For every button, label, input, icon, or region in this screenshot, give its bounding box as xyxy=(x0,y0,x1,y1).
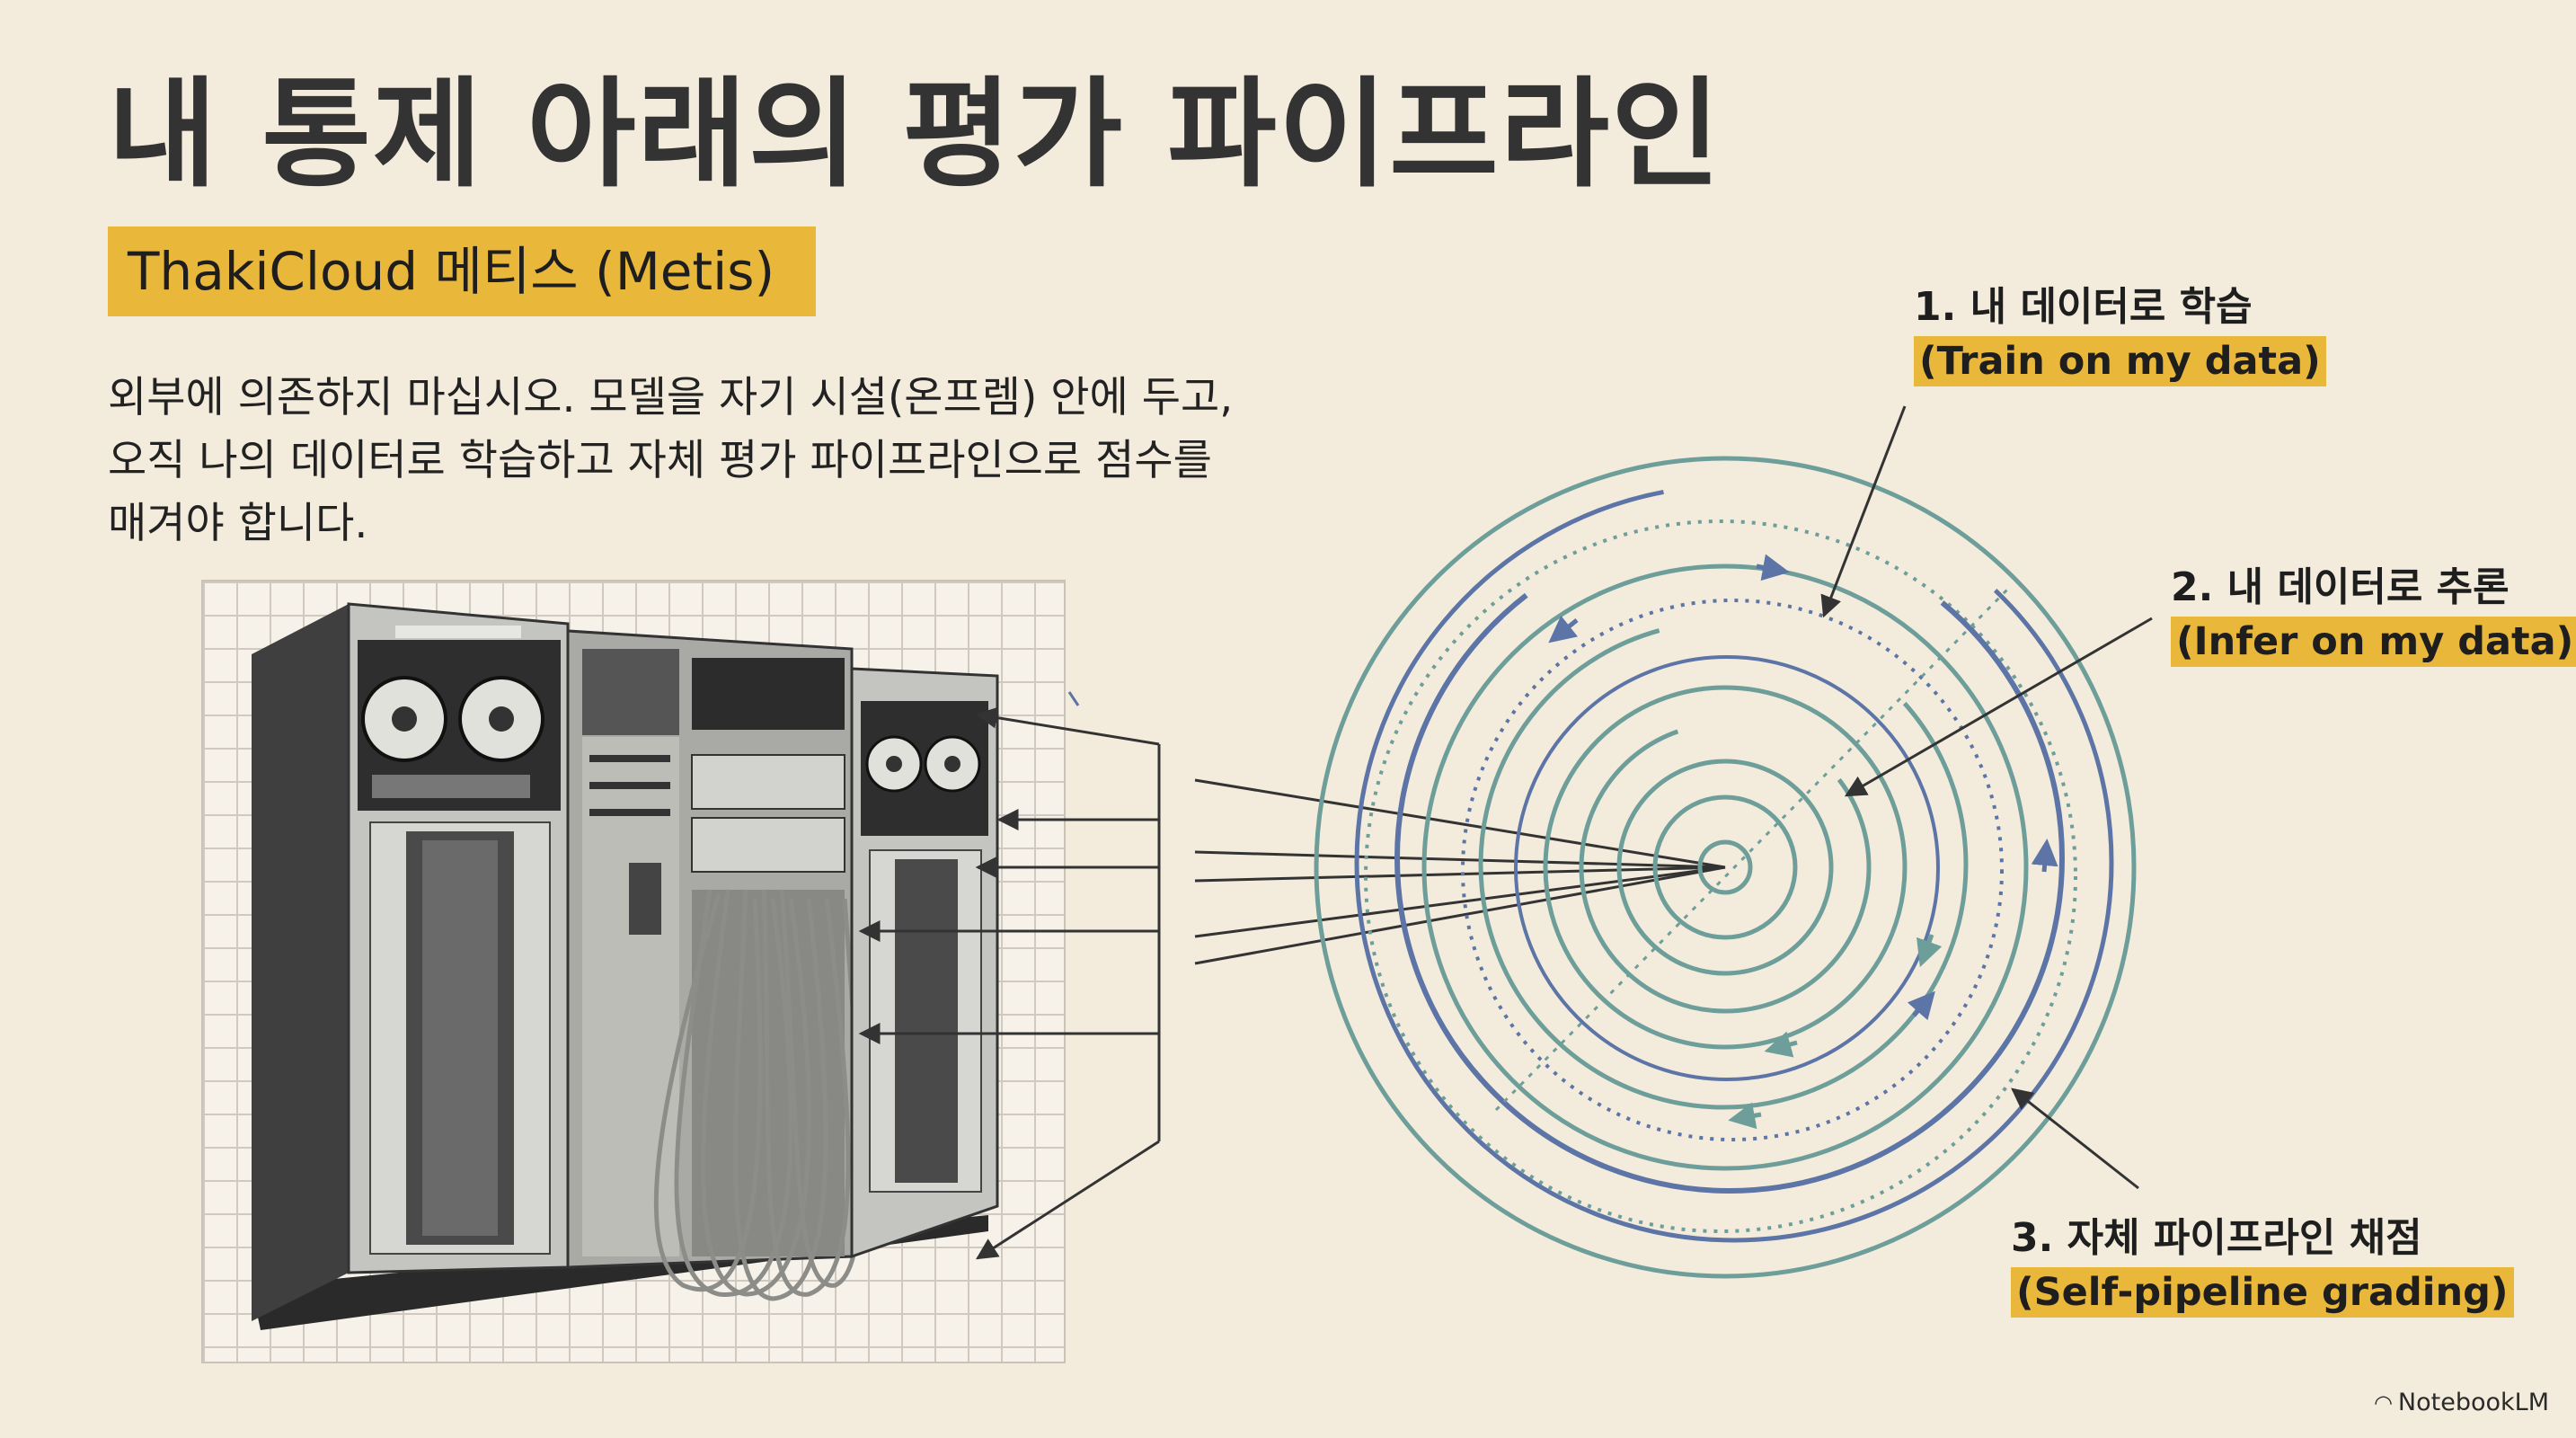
indicator-panel xyxy=(692,658,845,730)
description-line: 매겨야 합니다. xyxy=(108,499,368,548)
ray-line xyxy=(1194,850,1726,869)
orbit-axis xyxy=(1494,587,2010,1112)
orbit-arrow xyxy=(1548,615,1579,644)
tape-head xyxy=(372,775,530,798)
arrow-line xyxy=(975,1140,1160,1260)
orbit-arrow xyxy=(1764,1031,1798,1058)
ray-line xyxy=(1194,865,1726,883)
mainframe-computer-icon xyxy=(252,602,999,1330)
description-text: 외부에 의존하지 마십시오. 모델을 자기 시설(온프렘) 안에 두고, 오직 … xyxy=(108,367,1348,555)
ray-line xyxy=(1194,865,1726,965)
vent-grille xyxy=(582,649,679,735)
orbit-ring xyxy=(1478,619,1969,1110)
tape-reel-hub xyxy=(944,756,960,772)
cable-bundle xyxy=(653,889,863,1301)
button-panel xyxy=(691,817,845,873)
label-grading: 3. 자체 파이프라인 채점 (Self-pipeline grading) xyxy=(2011,1213,2514,1318)
orbit-ring xyxy=(1354,483,2114,1243)
page-title: 내 통제 아래의 평가 파이프라인 xyxy=(108,66,1722,204)
ray-line xyxy=(1194,778,1726,869)
right-door-window xyxy=(895,859,958,1183)
orbit-diagram xyxy=(1314,456,2137,1279)
product-badge: ThakiCloud 메티스 (Metis) xyxy=(108,226,816,316)
orbit-ring xyxy=(1364,519,2077,1233)
notebooklm-logo-icon: ◠ xyxy=(2373,1390,2393,1416)
orbit-arrow xyxy=(1728,1102,1762,1130)
left-door-inner xyxy=(422,840,498,1236)
orbit-ring xyxy=(1697,839,1753,895)
watermark-text: NotebookLM xyxy=(2397,1389,2549,1416)
orbit-ring xyxy=(1543,685,1908,1050)
orbit-arrow xyxy=(1756,554,1790,581)
orbit-arrow xyxy=(1917,934,1943,968)
label-grading-en: (Self-pipeline grading) xyxy=(2011,1267,2514,1318)
orbit-arrow xyxy=(1907,990,1935,1021)
label-train-ko: 1. 내 데이터로 학습 xyxy=(1914,284,2253,330)
label-train-en: (Train on my data) xyxy=(1914,336,2326,386)
tape-reel-hub xyxy=(392,706,417,732)
orbit-ring xyxy=(1652,794,1798,940)
arrow-line xyxy=(975,706,1160,746)
label-arrow-train xyxy=(1820,405,1907,618)
orbit-ring xyxy=(1514,655,1940,1081)
orbit-ring xyxy=(1421,564,2029,1171)
ray-line xyxy=(1194,865,1726,938)
label-infer-ko: 2. 내 데이터로 추론 xyxy=(2171,564,2510,610)
label-strip xyxy=(395,626,521,638)
orbit-ring xyxy=(1314,456,2137,1279)
label-arrows xyxy=(1820,405,2153,1190)
description-line: 오직 나의 데이터로 학습하고 자체 평가 파이프라인으로 점수를 xyxy=(108,436,1212,485)
tick-mark xyxy=(1067,691,1080,706)
label-infer-en: (Infer on my data) xyxy=(2171,617,2576,667)
tape-reel-hub xyxy=(489,706,514,732)
orbit-ring xyxy=(1394,523,2065,1194)
tape-reel-hub xyxy=(886,756,902,772)
label-train: 1. 내 데이터로 학습 (Train on my data) xyxy=(1914,282,2326,386)
button-panel xyxy=(691,754,845,810)
orbit-ring xyxy=(1579,721,1872,1014)
switch-row xyxy=(589,809,670,816)
switch-row xyxy=(589,782,670,789)
orbit-ring xyxy=(1616,759,1834,976)
label-arrow-infer xyxy=(1844,617,2153,797)
orbit-arrow xyxy=(2031,839,2058,873)
orbit-ring xyxy=(1461,599,2004,1141)
watermark: ◠NotebookLM xyxy=(2374,1389,2549,1416)
label-arrow-grading xyxy=(2011,1087,2139,1190)
switch-row xyxy=(589,755,670,762)
label-grading-ko: 3. 자체 파이프라인 채점 xyxy=(2011,1215,2422,1261)
left-cabinet-side xyxy=(252,604,349,1321)
label-infer: 2. 내 데이터로 추론 (Infer on my data) xyxy=(2171,563,2576,667)
description-line: 외부에 의존하지 마십시오. 모델을 자기 시설(온프렘) 안에 두고, xyxy=(108,373,1234,422)
control-box xyxy=(629,863,661,935)
middle-side-panel xyxy=(582,737,679,1256)
connection-arrows xyxy=(858,691,1726,1260)
